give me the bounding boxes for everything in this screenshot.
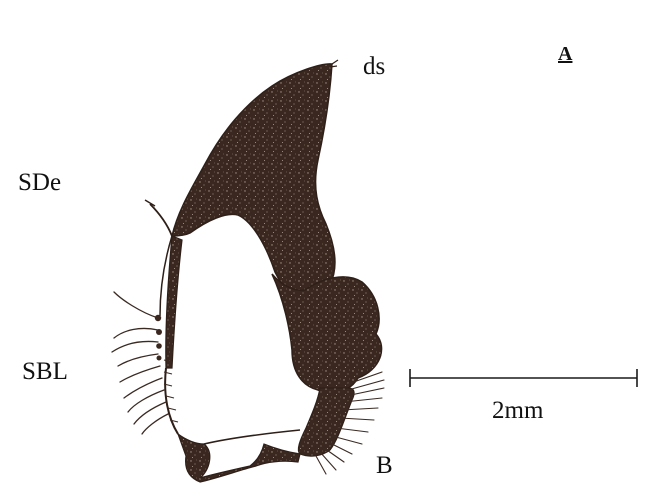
ventral-bar: [298, 388, 354, 456]
left-arm: [166, 236, 182, 368]
label-sbl: SBL: [22, 359, 68, 384]
scale-bar-label: 2mm: [492, 398, 543, 423]
label-ds: ds: [363, 54, 385, 79]
panel-label: A: [558, 44, 572, 64]
median-lobe: [272, 274, 382, 393]
scale-bar: [410, 369, 637, 387]
left-arm-outline: [165, 368, 178, 434]
dorsal-sclerite: [172, 64, 335, 308]
basal-ventral-line: [204, 430, 300, 444]
label-b: B: [376, 453, 393, 478]
sde-stem: [150, 204, 172, 236]
basal-piece: [178, 434, 300, 482]
label-sde: SDe: [18, 170, 61, 195]
